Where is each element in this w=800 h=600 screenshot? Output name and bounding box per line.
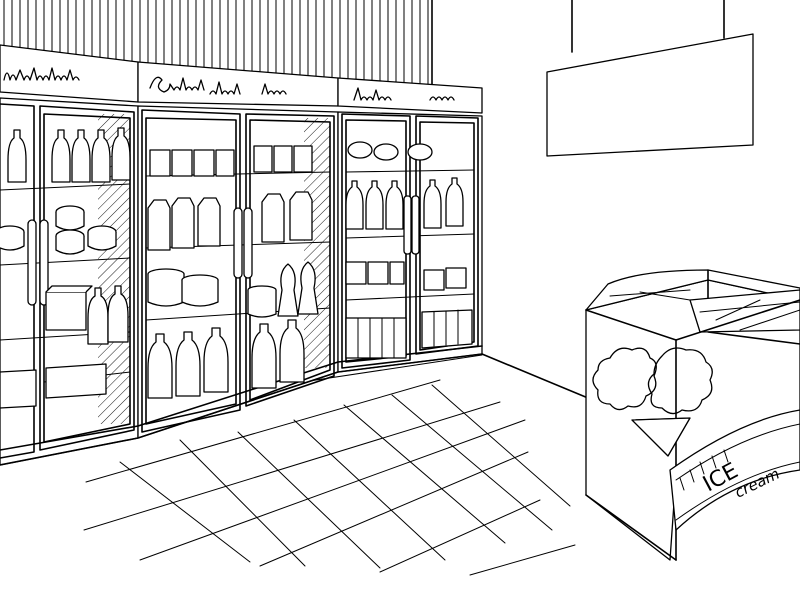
ice-cream-scoop-left xyxy=(592,347,657,411)
header-scribble-2 xyxy=(149,76,287,95)
ice-cream-scoop-right xyxy=(647,347,713,415)
sauce-bottles xyxy=(277,261,319,317)
hanging-sign xyxy=(546,0,754,157)
ice-cream-freezer: ICE cream xyxy=(585,269,800,561)
jars xyxy=(0,141,433,318)
floor-tiles xyxy=(83,354,576,576)
refrigerator-bank xyxy=(0,44,483,466)
header-scribble-3 xyxy=(353,87,455,101)
boxes xyxy=(0,261,473,409)
bottles xyxy=(7,127,464,399)
cartons xyxy=(147,145,313,251)
header-scribble-1 xyxy=(3,67,80,81)
